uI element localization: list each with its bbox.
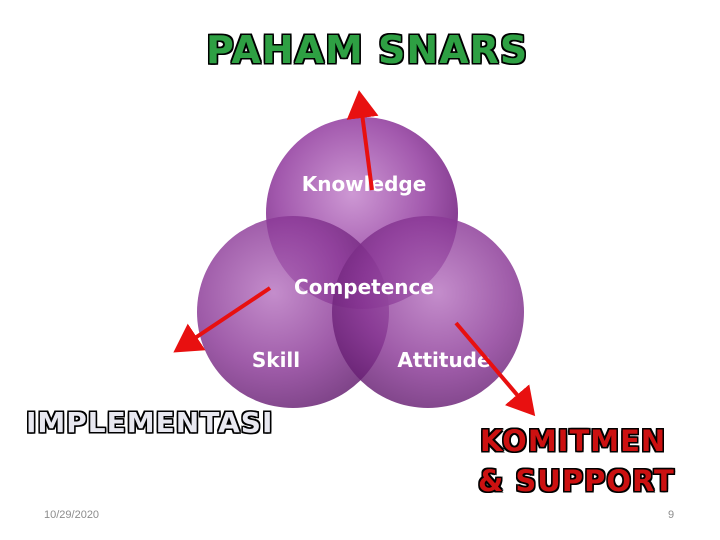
venn-label-skill: Skill [252, 348, 300, 372]
arrow-to-title [346, 90, 379, 191]
venn-circle-skill [197, 216, 389, 408]
venn-label-knowledge: Knowledge [302, 172, 427, 196]
commitment-label-line1: KOMITMEN [480, 424, 667, 458]
slide-title: PAHAM SNARS [206, 28, 529, 72]
venn-label-competence: Competence [294, 275, 434, 299]
slide-date: 10/29/2020 [44, 509, 100, 521]
arrow-to-commitment [454, 321, 536, 417]
arrow-to-implementation [173, 286, 272, 353]
venn-circle-attitude [332, 216, 524, 408]
implementation-label: IMPLEMENTASI [26, 406, 274, 439]
commitment-label-line2: & SUPPORT [478, 464, 675, 498]
venn-label-attitude: Attitude [397, 348, 490, 372]
page-number: 9 [668, 509, 675, 521]
